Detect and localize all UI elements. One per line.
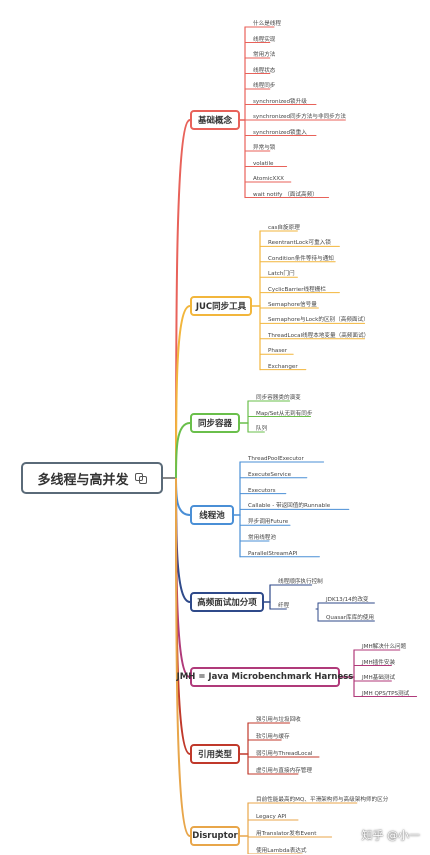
leaf-label[interactable]: CyclicBarrier线程栅栏: [268, 286, 326, 293]
branch-connector: [175, 477, 191, 516]
leaf-label[interactable]: Map/Set从无到有同步: [256, 410, 313, 417]
leaf-label[interactable]: AtomicXXX: [253, 176, 284, 182]
leaf-label[interactable]: JMH基础测试: [362, 675, 396, 681]
leaf-label[interactable]: ReentrantLock可重入锁: [268, 240, 331, 247]
leaf-label[interactable]: ParallelStreamAPI: [248, 550, 298, 557]
leaf-label[interactable]: 线程状态: [253, 67, 276, 74]
watermark: 知乎 @小一: [361, 829, 421, 842]
leaf-label[interactable]: synchronized同步方法与非同步方法: [253, 114, 346, 120]
leaf-label[interactable]: Callable - 带返回值的Runnable: [248, 503, 331, 510]
leaf-label[interactable]: JMH解决什么问题: [362, 644, 407, 650]
leaf-label[interactable]: 异常与锁: [253, 145, 276, 151]
leaf-label[interactable]: 使用Lambda表达式: [256, 848, 307, 854]
leaf-label[interactable]: 目前性能最高的MQ、平滑架构师与高级架构师的区分: [256, 797, 389, 803]
leaf-label[interactable]: 队列: [256, 426, 268, 432]
leaf-label[interactable]: 强引用与垃圾回收: [256, 717, 301, 723]
leaf-label[interactable]: Latch门闩: [268, 271, 295, 278]
leaf-label[interactable]: ThreadLocal线程本地变量（高频面试）: [268, 332, 370, 339]
branch-node[interactable]: 同步容器: [190, 413, 240, 433]
root-label: 多线程与高并发: [37, 472, 129, 488]
branch-node[interactable]: 线程池: [190, 505, 234, 525]
link-icon: [134, 473, 147, 484]
branch-connector: [175, 119, 191, 479]
branch-connector: [175, 477, 191, 603]
leaf-label[interactable]: 用Translator发布Event: [256, 831, 317, 837]
branch-connector: [175, 305, 191, 479]
root-node[interactable]: 多线程与高并发: [21, 462, 163, 494]
leaf-label[interactable]: 弱引用与ThreadLocal: [256, 751, 313, 757]
leaf-label[interactable]: synchronized锁重入: [253, 129, 307, 136]
leaf-label[interactable]: ExecuteService: [248, 471, 292, 478]
leaf-label[interactable]: 虚引用与直接内存管理: [256, 768, 312, 774]
leaf-label[interactable]: 常用线程池: [248, 535, 276, 541]
leaf-label[interactable]: 软引用与缓存: [256, 734, 290, 740]
branch-node[interactable]: 引用类型: [190, 744, 240, 764]
branch-node[interactable]: 高频面试加分项: [190, 592, 264, 612]
branch-node[interactable]: JUC同步工具: [190, 296, 252, 316]
branch-connector: [175, 422, 191, 479]
leaf-label[interactable]: 线程顺序执行控制: [278, 579, 323, 585]
leaf-label[interactable]: 线程同步: [253, 83, 276, 89]
leaf-label[interactable]: Condition条件等待与通知: [268, 255, 334, 262]
leaf-label[interactable]: cas自旋原理: [268, 225, 300, 231]
leaf-label[interactable]: Exchanger: [268, 363, 298, 370]
leaf-label[interactable]: JMH插件安装: [362, 659, 396, 666]
branch-node[interactable]: JMH = Java Microbenchmark Harness: [177, 667, 353, 687]
leaf-label[interactable]: 同步容器类的演变: [256, 395, 301, 401]
branch-node[interactable]: 基础概念: [190, 110, 240, 130]
leaf-label[interactable]: Legacy API: [256, 814, 287, 820]
leaf-label[interactable]: Executors: [248, 487, 276, 494]
leaf-label[interactable]: 线程实现: [253, 36, 276, 43]
subleaf-label[interactable]: JDK13/14的改变: [326, 597, 369, 603]
leaf-label[interactable]: 什么是线程: [253, 21, 281, 27]
leaf-label[interactable]: synchronized锁升级: [253, 98, 307, 105]
leaf-label[interactable]: ThreadPoolExecutor: [248, 456, 304, 462]
leaf-label[interactable]: volatile: [253, 160, 274, 167]
leaf-label[interactable]: 异步调用Future: [248, 519, 289, 526]
leaf-label[interactable]: Semaphore信号量: [268, 302, 317, 308]
leaf-label[interactable]: 常用方法: [253, 52, 276, 58]
leaf-label[interactable]: 纤程: [278, 603, 290, 609]
leaf-label[interactable]: Semaphore与Lock的区别（高频面试）: [268, 317, 369, 324]
subleaf-label[interactable]: Quasar库库的使用: [326, 615, 374, 621]
leaf-label[interactable]: JMH QPS/TPS测试: [362, 690, 410, 697]
branch-connector: [175, 477, 191, 837]
leaf-label[interactable]: wait notify （面试高频）: [253, 191, 318, 198]
leaf-label[interactable]: Phaser: [268, 348, 288, 355]
branch-node[interactable]: Disruptor: [190, 826, 240, 846]
